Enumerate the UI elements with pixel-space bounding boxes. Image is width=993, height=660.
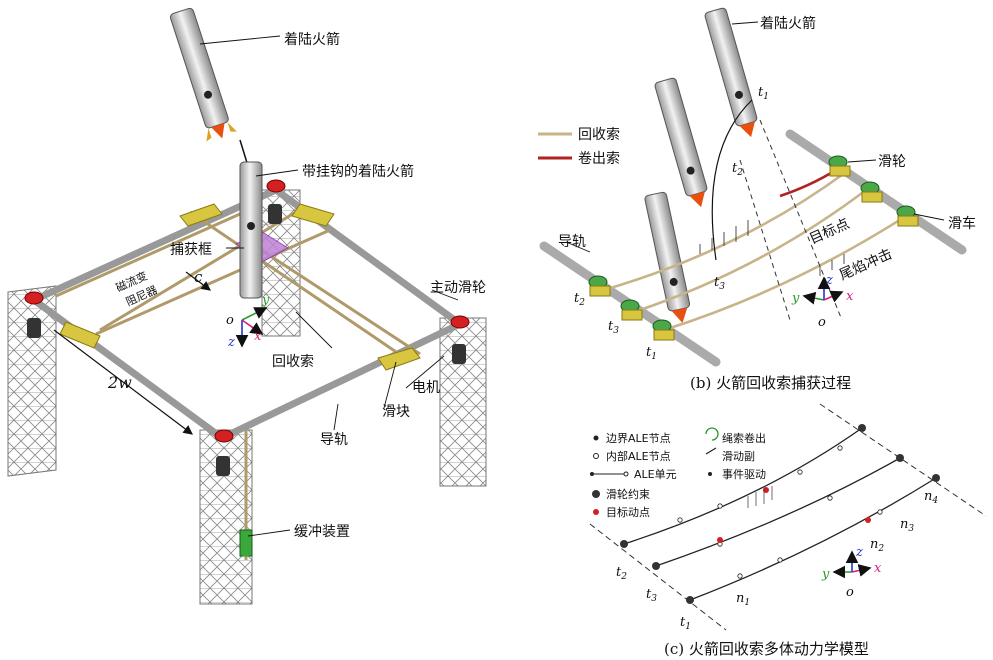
trolleys-b — [589, 165, 919, 341]
pulleys-b — [588, 155, 916, 333]
label-n1: n1 — [736, 591, 750, 608]
axis-a-y: y — [261, 293, 270, 308]
rocket-path — [711, 99, 753, 261]
nodes-c — [677, 445, 883, 579]
caption-c: (c) 火箭回收索多体动力学模型 — [664, 640, 869, 658]
label-t3-rail: t3 — [608, 319, 619, 336]
legend-sliding-pair: 滑动副 — [722, 450, 755, 463]
label-c-t1: t1 — [680, 615, 691, 632]
label-n3: n3 — [900, 517, 914, 534]
label-rocket-b: 着陆火箭 — [760, 15, 816, 32]
axis-c-y: y — [821, 567, 830, 582]
label-n4: n4 — [924, 489, 938, 506]
cables-c — [623, 427, 937, 601]
label-width-2w: 2w — [107, 373, 132, 392]
legend-payout: 卷出索 — [578, 150, 620, 167]
axis-a-o: o — [226, 313, 234, 328]
label-buffer: 缓冲装置 — [294, 524, 350, 540]
axis-b-x: x — [846, 289, 854, 304]
axis-triad-c — [832, 550, 872, 579]
label-drive-pulley: 主动滑轮 — [430, 279, 486, 296]
leader-lines-a — [199, 35, 459, 537]
label-motor: 电机 — [412, 380, 440, 396]
axis-a-x: x — [254, 329, 262, 344]
label-rail-b: 导轨 — [558, 234, 586, 250]
label-rocket-top: 着陆火箭 — [284, 31, 340, 48]
truss-tower-left — [7, 285, 57, 477]
rocket-hook — [239, 161, 263, 299]
axis-b-y: y — [791, 291, 800, 306]
target-nodes-c — [717, 487, 871, 543]
label-trolley-b: 滑车 — [948, 215, 976, 232]
axis-a-z: z — [227, 335, 235, 350]
legend-pulley-constraint: 滑轮约束 — [606, 487, 650, 501]
panel-c-structure — [589, 403, 987, 631]
truss-tower-right — [439, 317, 487, 487]
label-slider: 滑块 — [382, 403, 410, 420]
caption-b: (b) 火箭回收索捕获过程 — [690, 374, 851, 392]
label-t3-mid: t3 — [714, 275, 725, 292]
legend-rope-payout: 绳索卷出 — [722, 431, 766, 445]
motors — [27, 204, 466, 476]
label-rocket-hook: 带挂钩的着陆火箭 — [302, 163, 414, 180]
panel-a-structure — [7, 7, 487, 605]
label-recovery-cable-a: 回收索 — [272, 353, 314, 370]
legend-boundary-ale: 边界ALE节点 — [606, 432, 671, 445]
legend-icons-c — [590, 427, 719, 515]
label-pulley-b: 滑轮 — [878, 153, 906, 170]
label-n2: n2 — [870, 537, 884, 554]
dimension-c-line — [185, 271, 211, 291]
label-t2-rail: t2 — [574, 291, 585, 308]
label-width-c: c — [194, 268, 203, 286]
label-capture-frame: 捕获框 — [170, 242, 212, 258]
buffer-device — [239, 529, 253, 557]
label-t2-mid: t2 — [732, 161, 743, 178]
legend-target-node: 目标动点 — [606, 505, 650, 519]
label-target-b: 目标点 — [807, 216, 852, 248]
trajectory-dashed — [739, 119, 843, 321]
axis-b-o: o — [818, 315, 826, 330]
leader-lines-b — [565, 21, 945, 253]
label-c-t3: t3 — [646, 587, 657, 604]
recovery-cables — [55, 210, 421, 560]
rocket-top — [169, 7, 237, 142]
rockets-b — [644, 7, 758, 324]
cables-b — [603, 168, 907, 332]
hatch-c — [747, 486, 773, 508]
label-t1-rail: t1 — [646, 345, 657, 362]
slider-blocks — [59, 203, 421, 371]
axis-triad-b — [802, 276, 844, 305]
axis-c-x: x — [874, 561, 882, 576]
axis-triad-a — [235, 307, 268, 348]
axis-b-z: z — [825, 273, 833, 288]
dimension-2w-line — [53, 329, 193, 435]
legend-ale-element: ALE单元 — [634, 468, 677, 481]
panel-b-structure — [538, 7, 967, 367]
label-t1-top: t1 — [758, 85, 769, 102]
legend-event-drive: 事件驱动 — [722, 468, 766, 481]
axis-c-z: z — [855, 545, 863, 560]
axis-c-o: o — [846, 585, 854, 600]
legend-inner-ale: 内部ALE节点 — [606, 449, 671, 463]
drive-pulleys — [24, 179, 470, 443]
tail-impact-hatch — [699, 220, 845, 276]
legend-recovery: 回收索 — [578, 126, 620, 143]
pulley-constraints-c — [620, 424, 940, 604]
label-c-t2: t2 — [616, 565, 627, 582]
label-rail-a: 导轨 — [320, 432, 348, 448]
